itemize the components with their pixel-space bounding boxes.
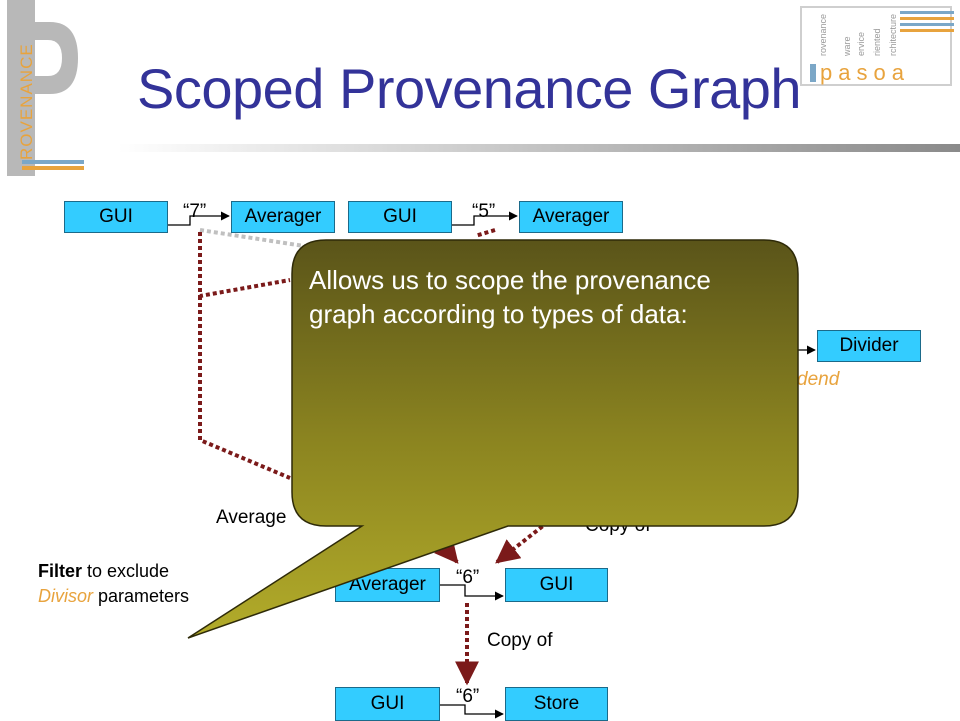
message-label-7: “7”	[183, 201, 207, 222]
copy-of-bottom-label: Copy of	[487, 630, 553, 651]
tagline-line-2: ware	[842, 36, 852, 57]
message-label-6b: “6”	[456, 686, 480, 707]
pasoa-logo: rovenance ware ervice riented rchitectur…	[800, 6, 954, 86]
divisor-word: Divisor	[38, 586, 94, 607]
relation-link-copy	[495, 520, 550, 564]
actor-gui-3: GUI	[505, 568, 608, 602]
actor-gui-2: GUI	[348, 201, 452, 233]
logo-left-text: ROVENANCE	[17, 43, 36, 160]
relation-link-5	[474, 228, 496, 238]
message-label-6a: “6”	[456, 567, 480, 588]
message-arrow-5	[452, 211, 518, 226]
dividend-label: dend	[797, 369, 840, 390]
relation-link-7-b	[198, 296, 291, 480]
excluded-divisor-relation	[199, 228, 331, 252]
average-label: Average	[216, 507, 287, 528]
actor-divider: Divider	[817, 330, 921, 362]
tagline-line-5: rchitecture	[888, 14, 898, 56]
actor-averager-1: Averager	[231, 201, 335, 233]
filter-rest-2: parameters	[93, 586, 190, 607]
actor-averager-3: Averager	[335, 568, 440, 602]
tagline-line-3: ervice	[856, 32, 866, 56]
slide-title: Scoped Provenance Graph	[137, 57, 802, 120]
message-arrow-6b	[440, 704, 504, 719]
actor-averager-2: Averager	[519, 201, 623, 233]
callout-text: Allows us to scope the provenance graph …	[309, 265, 711, 329]
tagline-line-1: rovenance	[818, 14, 828, 56]
provenance-logo: ROVENANCE	[7, 0, 84, 176]
filter-note: Filter to exclude Divisor parameters	[38, 559, 189, 609]
filter-word: Filter	[38, 561, 83, 581]
message-arrow-7	[167, 211, 230, 226]
filter-rest-1: to exclude	[82, 561, 170, 581]
message-arrow-6a	[440, 584, 504, 601]
actor-gui-1: GUI	[64, 201, 168, 233]
message-label-5: “5”	[472, 201, 496, 222]
title-rule	[118, 144, 960, 152]
tagline-line-4: riented	[872, 28, 882, 56]
pasoa-brand: pasoa	[820, 60, 910, 85]
